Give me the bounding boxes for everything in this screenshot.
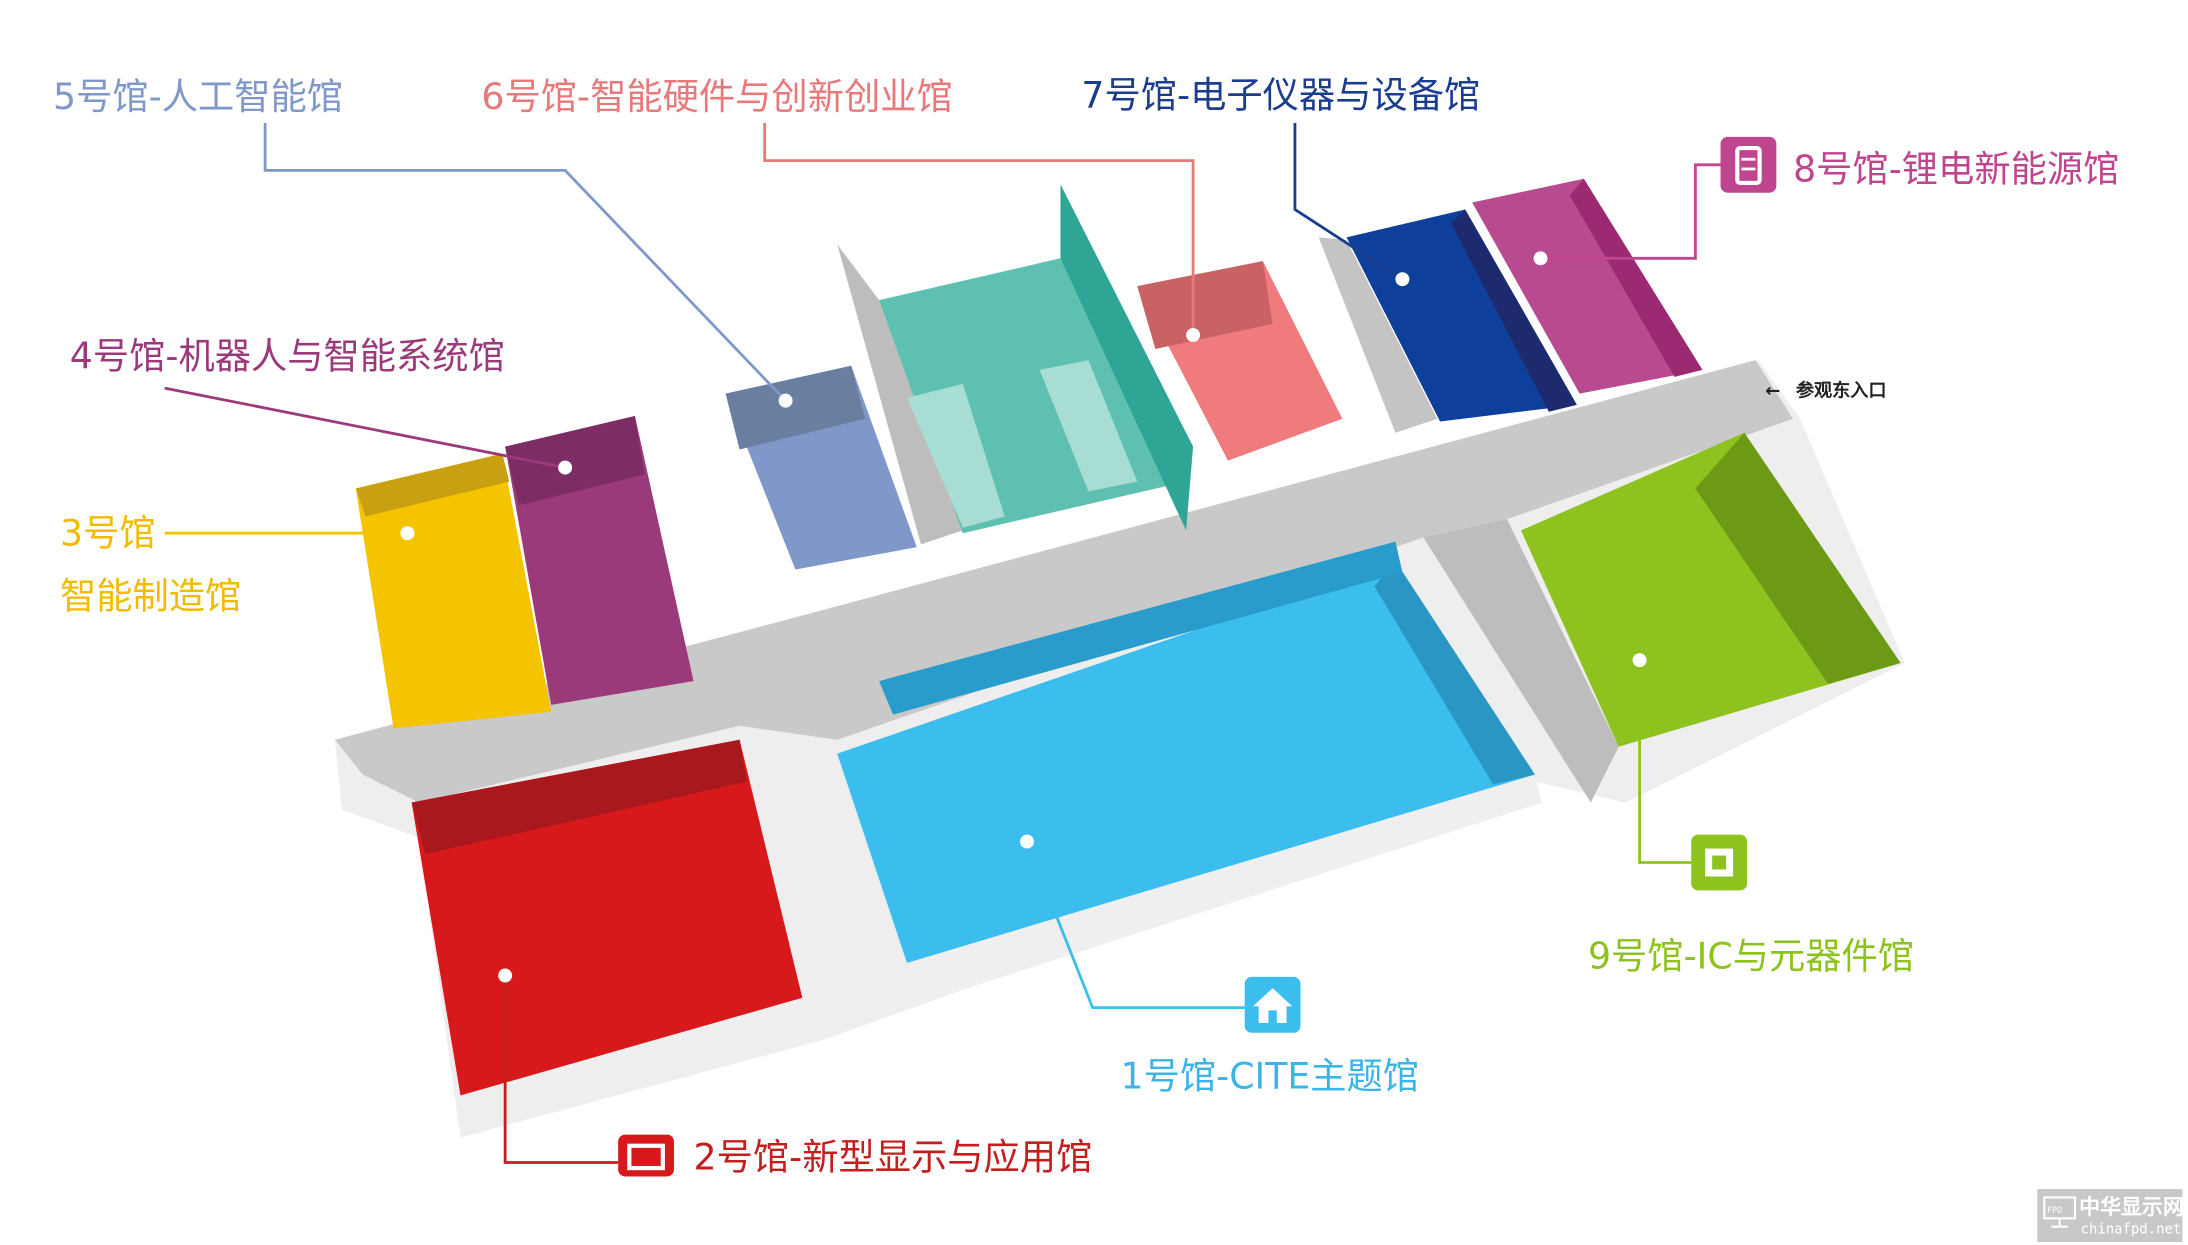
hall-5-marker[interactable]: [778, 393, 793, 408]
hall-7-marker[interactable]: [1395, 272, 1410, 287]
hall-4-marker[interactable]: [558, 460, 573, 475]
hall-9-label[interactable]: 9号馆-IC与元器件馆: [1588, 935, 1914, 978]
leader-hall-8: [1540, 163, 1721, 260]
hall-3-wall: [355, 453, 510, 517]
hall-2-marker[interactable]: [498, 968, 513, 983]
leader-hall-1: [1025, 841, 1245, 1010]
hall-markers: [400, 251, 1647, 983]
hall-9-marker[interactable]: [1632, 653, 1647, 668]
entrance-arrow-icon: ←: [1765, 380, 1780, 401]
hall-2-base: [460, 997, 824, 1138]
hall-5-wall: [725, 365, 866, 450]
hall-7-wall: [1451, 209, 1577, 412]
hall-8-floor: [1472, 178, 1703, 394]
hall-9-wall: [1695, 432, 1901, 684]
chip-icon: [1691, 834, 1748, 891]
corridor: [334, 360, 1794, 803]
hall-1-wall: [879, 541, 1403, 715]
hall-8-label[interactable]: 8号馆-锂电新能源馆: [1793, 148, 2119, 191]
svg-text:FPD: FPD: [2047, 1205, 2062, 1215]
corridor-wall: [1423, 519, 1619, 803]
hall-1-floor: [837, 561, 1535, 963]
battery-icon: [1720, 136, 1777, 193]
watermark-logo: FPD 中华显示网 chinafpd.net: [2037, 1189, 2184, 1243]
leader-hall-4: [164, 386, 566, 469]
leader-hall-9: [1638, 660, 1692, 864]
hall-teal-wall: [1060, 184, 1194, 531]
hall-3-marker[interactable]: [400, 526, 415, 541]
hall-6-wall: [1137, 261, 1273, 349]
corridor-wall: [837, 244, 963, 545]
hall-teal-booth: [907, 383, 1005, 528]
hall-1-base: [907, 774, 1542, 1008]
hall-4-wall: [505, 415, 645, 506]
hall-6-marker[interactable]: [1186, 328, 1201, 343]
hall-1-wall: [1374, 561, 1535, 785]
hall-5-label[interactable]: 5号馆-人工智能馆: [53, 75, 343, 118]
hall-8-wall: [1569, 178, 1703, 377]
hall-3-label[interactable]: 3号馆: [60, 512, 156, 555]
leader-hall-5: [263, 122, 787, 402]
hall-4-label[interactable]: 4号馆-机器人与智能系统馆: [70, 335, 505, 378]
hall-7-label[interactable]: 7号馆-电子仪器与设备馆: [1081, 74, 1480, 117]
hall-2-label[interactable]: 2号馆-新型显示与应用馆: [694, 1136, 1093, 1179]
svg-text:chinafpd.net: chinafpd.net: [2081, 1222, 2182, 1238]
hall-3-floor: [355, 453, 552, 729]
hall-6-label[interactable]: 6号馆-智能硬件与创新创业馆: [481, 75, 952, 118]
svg-text:中华显示网: 中华显示网: [2079, 1195, 2184, 1219]
display-icon: [618, 1134, 674, 1177]
leader-hall-6: [763, 122, 1195, 336]
home-icon: [1244, 976, 1301, 1033]
hall-9-floor: [1520, 432, 1901, 747]
hall-1-marker[interactable]: [1020, 834, 1034, 849]
leader-hall-7: [1293, 122, 1404, 281]
hall-2-wall: [411, 739, 747, 855]
hall-teal-booth: [1039, 360, 1138, 492]
east-entrance-label: 参观东入口: [1796, 379, 1887, 401]
hall-8-marker[interactable]: [1533, 251, 1548, 266]
leader-hall-2: [503, 975, 619, 1164]
hall-7-floor: [1346, 209, 1577, 422]
hall-1-label[interactable]: 1号馆-CITE主题馆: [1121, 1055, 1420, 1098]
hall-3-sublabel: 智能制造馆: [60, 575, 241, 618]
corridor-wall: [1318, 237, 1438, 433]
